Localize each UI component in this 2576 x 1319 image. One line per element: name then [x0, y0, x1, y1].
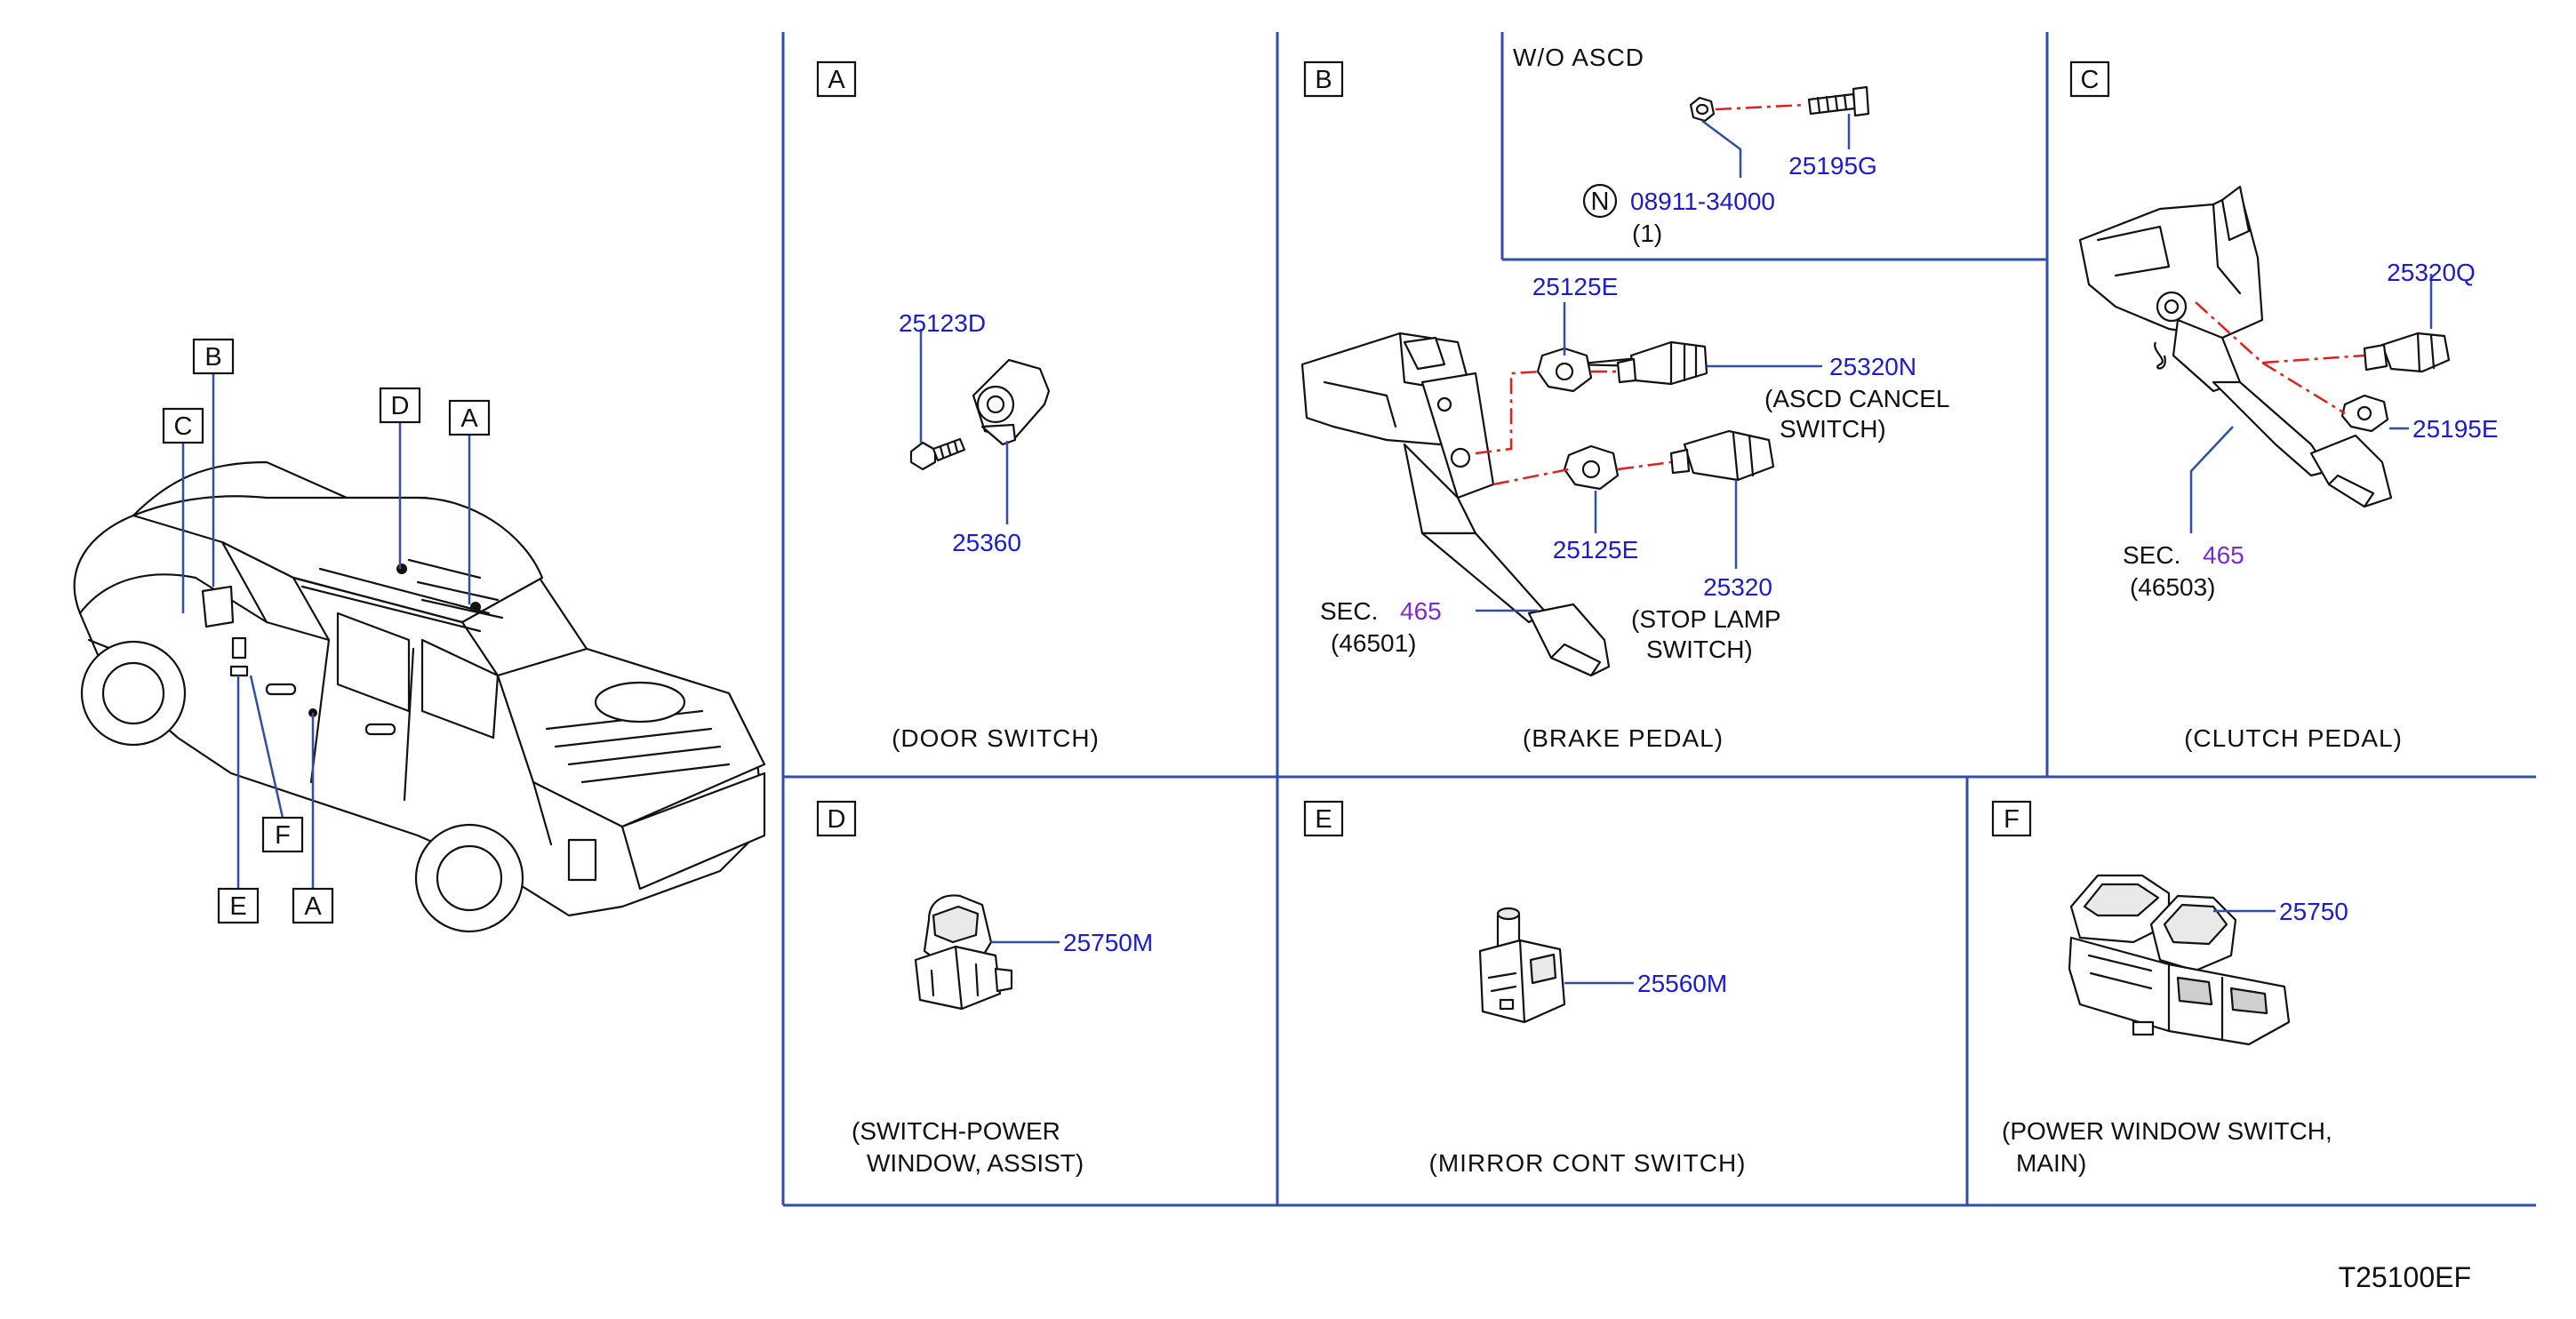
panel-grid: [781, 32, 2536, 1207]
panel-a-label: A: [828, 66, 845, 94]
part-25750m: 25750M: [1063, 929, 1153, 956]
panel-b: B W/O ASCD 25195G N 08911-34000 (1): [1300, 44, 1949, 752]
overview-callout-c: C: [174, 412, 193, 441]
panel-d: D 25750M (SWITCH-POWER WINDOW, ASSIST): [816, 800, 1153, 1177]
clutch-pedal-drawing: [2078, 185, 2393, 508]
inset-title: W/O ASCD: [1513, 44, 1644, 71]
overview-callout-a-bottom: A: [304, 892, 322, 921]
part-25195e: 25195E: [2412, 415, 2499, 443]
vehicle-overview: [73, 460, 766, 933]
door-switch-drawing: [972, 358, 1051, 446]
panel-b-label: B: [1315, 66, 1332, 94]
panel-d-caption-line2: WINDOW, ASSIST): [867, 1149, 1084, 1177]
ascd-note-line2: SWITCH): [1780, 415, 1886, 443]
overview-callout-b: B: [204, 343, 221, 372]
stop-note-line2: SWITCH): [1646, 636, 1753, 663]
overview-callouts: B C D A F E A: [162, 338, 491, 924]
brake-pedal-drawing: [1300, 332, 1611, 677]
nut-symbol: N: [1591, 188, 1610, 216]
panel-b-sec-sub: (46501): [1331, 629, 1417, 657]
clutch-switch-drawing: [2340, 332, 2451, 433]
panel-a: A 25123D 25360 (DOOR SWITCH): [816, 60, 1100, 752]
main-window-switch-drawing: [2068, 874, 2291, 1046]
ascd-note-line1: (ASCD CANCEL: [1764, 385, 1949, 412]
panel-b-sec-prefix: SEC.: [1320, 597, 1378, 625]
panel-b-caption: (BRAKE PEDAL): [1523, 724, 1724, 752]
inset-nut-drawing: [1689, 96, 1716, 123]
part-25125e-bottom: 25125E: [1553, 536, 1639, 564]
diagram-id: T25100EF: [2339, 1261, 2471, 1293]
part-25320n: 25320N: [1829, 353, 1916, 380]
mirror-control-switch-drawing: [1478, 907, 1566, 1024]
panel-c-sec-sub: (46503): [2130, 573, 2216, 601]
panel-c-caption: (CLUTCH PEDAL): [2184, 724, 2403, 752]
panel-f-caption-line1: (POWER WINDOW SWITCH,: [2002, 1117, 2332, 1145]
part-25560m: 25560M: [1637, 970, 1727, 997]
panel-f-caption-line2: MAIN): [2016, 1149, 2086, 1177]
panel-d-caption-line1: (SWITCH-POWER: [852, 1117, 1060, 1145]
panel-d-label: D: [828, 805, 846, 834]
panel-b-sec-ref: 465: [1400, 597, 1442, 625]
overview-callout-e: E: [229, 892, 246, 921]
inset-qty: (1): [1632, 220, 1662, 247]
stop-lamp-switch-drawing: [1563, 429, 1775, 491]
part-25360: 25360: [952, 529, 1021, 556]
inset-bolt-drawing: [1807, 85, 1870, 117]
part-25195g: 25195G: [1788, 152, 1877, 180]
part-08911-34000: 08911-34000: [1630, 188, 1775, 215]
part-25750: 25750: [2279, 898, 2348, 925]
panel-e-label: E: [1315, 805, 1332, 834]
panel-c-sec-prefix: SEC.: [2123, 541, 2180, 569]
part-25320: 25320: [1703, 573, 1772, 601]
door-switch-bolt-drawing: [909, 437, 966, 471]
stop-note-line1: (STOP LAMP: [1631, 605, 1781, 633]
panel-c-sec-ref: 465: [2203, 541, 2244, 569]
panel-f-label: F: [2004, 805, 2020, 834]
overview-callout-d: D: [391, 392, 410, 420]
ascd-switch-drawing: [1536, 340, 1708, 393]
overview-callout-f: F: [275, 821, 291, 850]
overview-callout-a-top: A: [460, 404, 478, 433]
assist-window-switch-drawing: [914, 894, 1013, 1011]
part-25123d: 25123D: [899, 309, 986, 337]
panel-f: F 25750 (POWER WINDOW SWITCH, MAIN): [1991, 800, 2348, 1177]
part-25125e-top: 25125E: [1532, 273, 1619, 300]
part-25320q: 25320Q: [2387, 259, 2476, 286]
panel-c-label: C: [2081, 66, 2100, 94]
panel-e-caption: (MIRROR CONT SWITCH): [1429, 1149, 1747, 1177]
panel-e: E 25560M (MIRROR CONT SWITCH): [1303, 800, 1747, 1177]
panel-a-caption: (DOOR SWITCH): [892, 724, 1100, 752]
panel-c: C 25320Q 25195E SEC. 465: [2069, 60, 2499, 752]
